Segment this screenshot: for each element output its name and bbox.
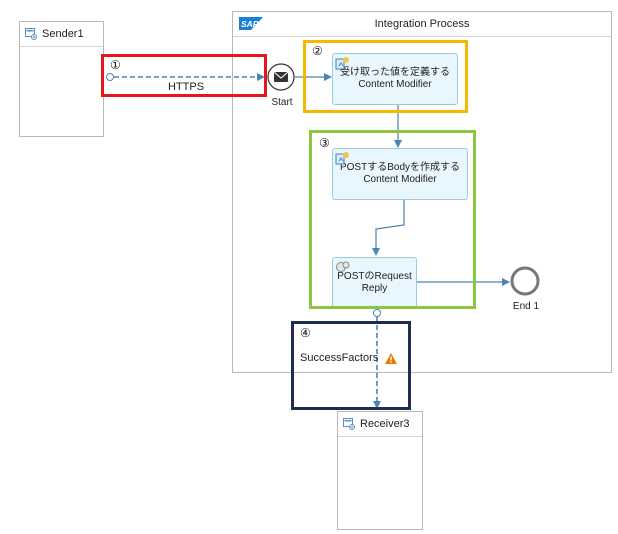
- pool-header: SAP Integration Process: [233, 12, 611, 37]
- receiver-participant[interactable]: Receiver3: [337, 411, 423, 530]
- task-create-body[interactable]: POSTするBodyを作成する Content Modifier: [332, 148, 468, 200]
- task-define-values-line1: 受け取った値を定義する: [340, 67, 450, 78]
- sender-label: Sender1: [42, 28, 84, 40]
- envelope-icon: [273, 71, 289, 82]
- request-reply-icon: [336, 261, 350, 272]
- https-label: HTTPS: [168, 81, 205, 93]
- sap-logo-icon: SAP: [239, 17, 263, 30]
- content-modifier-icon: [335, 152, 349, 165]
- successfactors-label: SuccessFactors: [300, 352, 398, 364]
- start-event-label: Start: [271, 97, 293, 108]
- successfactors-message-flow[interactable]: [373, 309, 381, 409]
- task-create-body-line1: POSTするBodyを作成する: [339, 162, 461, 173]
- task-define-values-line2: Content Modifier: [358, 79, 432, 90]
- end-event[interactable]: [510, 266, 540, 296]
- task-post-request-line2: Reply: [361, 283, 388, 294]
- task-post-request-line1: POSTのRequest: [337, 271, 412, 282]
- task-post-request-text: POSTのRequest Reply: [337, 271, 411, 295]
- task-post-request[interactable]: POSTのRequest Reply: [332, 257, 417, 309]
- successfactors-label-text: SuccessFactors: [300, 352, 379, 364]
- participant-icon: [25, 28, 37, 40]
- task-create-body-line2: Content Modifier: [363, 174, 437, 185]
- sap-logo-text: SAP: [241, 19, 259, 29]
- highlight-box-4: [291, 321, 411, 410]
- content-modifier-icon: [335, 57, 349, 70]
- task-define-values-text: 受け取った値を定義する Content Modifier: [340, 67, 450, 91]
- highlight-number-2: ②: [312, 44, 323, 58]
- highlight-box-3: [309, 130, 476, 309]
- participant-icon: [343, 418, 355, 430]
- sender-participant[interactable]: Sender1: [19, 21, 104, 137]
- https-message-flow[interactable]: [106, 73, 265, 81]
- end-event-label: End 1: [512, 301, 540, 312]
- start-event[interactable]: [267, 63, 295, 91]
- receiver-header: Receiver3: [338, 412, 422, 437]
- sequence-flow-body-to-request[interactable]: [372, 199, 405, 256]
- warning-icon: [385, 352, 398, 364]
- highlight-box-2: [303, 40, 468, 113]
- sender-header: Sender1: [20, 22, 103, 47]
- highlight-number-4: ④: [300, 326, 311, 340]
- task-create-body-text: POSTするBodyを作成する Content Modifier: [340, 162, 460, 186]
- highlight-number-3: ③: [319, 136, 330, 150]
- task-define-values[interactable]: 受け取った値を定義する Content Modifier: [332, 53, 458, 105]
- receiver-label: Receiver3: [360, 418, 410, 430]
- highlight-box-1: [101, 54, 267, 97]
- pool-title: Integration Process: [374, 18, 470, 30]
- highlight-number-1: ①: [110, 58, 121, 72]
